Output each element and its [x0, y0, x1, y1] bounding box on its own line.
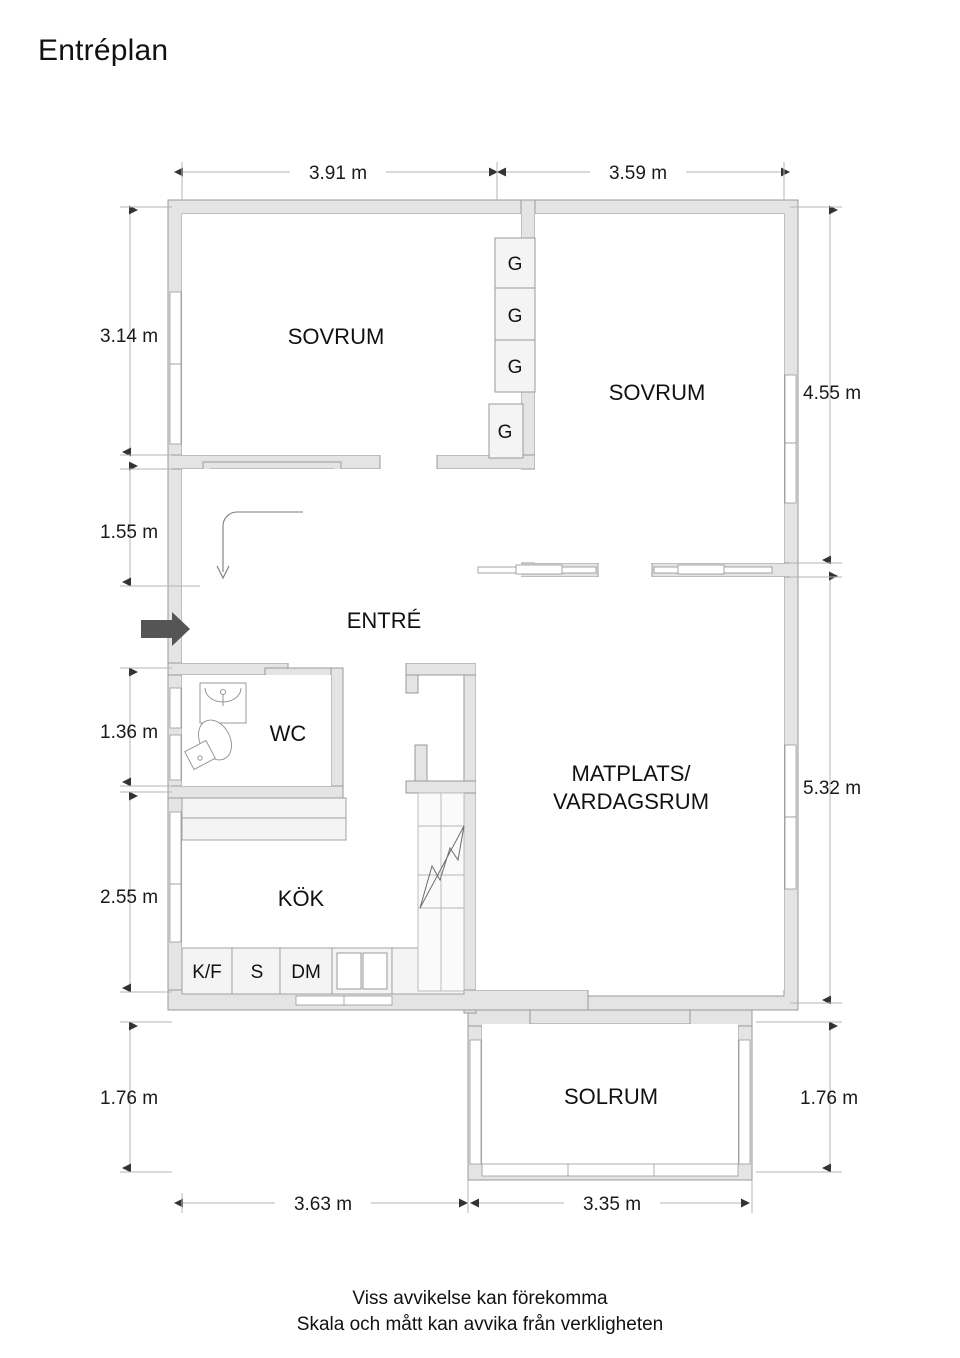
dim-label-bg-bottom-left [275, 1190, 371, 1216]
appliance-labels: K/F S DM [192, 962, 321, 983]
footer-line-2: Skala och mått kan avvika från verklighe… [296, 1314, 664, 1335]
staircase [417, 792, 465, 992]
windows [169, 291, 797, 1177]
wall-kitchen-living-divider [463, 662, 477, 1014]
wall-wc-right [330, 667, 344, 791]
closet-label-2: G [508, 306, 523, 327]
window-right-bedroom-b [784, 442, 797, 504]
room-label-vardagsrum: VARDAGSRUM [553, 789, 709, 814]
sliding-door-right-panel[interactable] [677, 564, 725, 575]
wall-solrum-left-stub [467, 1009, 531, 1027]
dim-label-bottom-left: 3.63 m [294, 1194, 352, 1215]
toilet-tank-icon [184, 739, 216, 771]
closet-label-1: G [508, 254, 523, 275]
room-label-wc: WC [270, 721, 307, 746]
wall-stair-top-stub [405, 674, 419, 694]
appliance-box-stove [231, 947, 281, 995]
appliance-box-fridge [181, 947, 233, 995]
room-label-sovrum-right: SOVRUM [609, 380, 706, 405]
dim-label-top-right: 3.59 m [609, 163, 667, 184]
appliance-label-dishwasher: DM [291, 962, 321, 983]
toilet-flush-icon [197, 755, 203, 761]
window-wc [169, 687, 182, 729]
closet-box-4[interactable] [488, 403, 524, 459]
window-living-a [784, 744, 797, 818]
floor-matplats [476, 577, 784, 990]
dim-label-right-1: 4.55 m [803, 383, 861, 404]
dim-label-bottom-right: 3.35 m [583, 1194, 641, 1215]
dim-label-top-left: 3.91 m [309, 163, 367, 184]
window-solrum-right [738, 1039, 751, 1165]
dim-label-left-2: 1.55 m [100, 522, 158, 543]
stair-break-icon [419, 825, 465, 909]
floor-solrum [482, 1024, 738, 1166]
wall-solrum-right-stub [689, 1009, 753, 1027]
kitchen-sink-basin-right-icon [362, 952, 388, 990]
appliance-box-dishwasher [279, 947, 333, 995]
window-kitchen-a [169, 811, 182, 885]
window-left-bedroom-a [169, 291, 182, 365]
kitchen-sink-basin-left-icon [336, 952, 362, 990]
footer-line-1: Viss avvikelse kan förekomma [352, 1288, 608, 1309]
window-left-bedroom-b [169, 363, 182, 445]
room-label-matplats: MATPLATS/ [572, 761, 692, 786]
kitchen-counter-lower [181, 817, 347, 841]
sliding-doors[interactable] [477, 564, 773, 575]
floor-sovrum-right [535, 214, 784, 563]
room-label-sovrum-left: SOVRUM [288, 324, 385, 349]
room-label-entre: ENTRÉ [347, 608, 422, 633]
floor-sovrum-left [182, 214, 521, 455]
dim-label-left-3: 1.36 m [100, 722, 158, 743]
closet-group[interactable] [488, 237, 536, 459]
room-label-kok: KÖK [278, 886, 325, 911]
dim-label-left-1: 3.14 m [100, 326, 158, 347]
dim-label-bg-top-left [290, 158, 386, 184]
window-solrum-left [469, 1039, 482, 1165]
dimension-labels: 3.91 m 3.59 m 3.14 m 1.55 m 1.36 m 2.55 … [100, 158, 861, 1216]
stair-down-arrow-icon [222, 511, 303, 572]
window-living-b [784, 816, 797, 890]
entry-arrow-group [141, 612, 190, 646]
closet-box-1[interactable] [494, 237, 536, 289]
kitchen-counter-upper [181, 797, 347, 819]
stair-down-arrowhead-icon [216, 565, 230, 580]
dim-label-bg-top-right [590, 158, 686, 184]
wall-stair-top [405, 662, 477, 676]
closet-box-3[interactable] [494, 339, 536, 393]
dim-label-right-2: 5.32 m [803, 778, 861, 799]
closet-label-3: G [508, 357, 523, 378]
wc-fixtures [184, 682, 247, 771]
sliding-door-left-panel[interactable] [515, 564, 563, 575]
appliance-label-fridge-freezer: K/F [192, 962, 222, 983]
dim-label-bg-bottom-right [564, 1190, 660, 1216]
closet-label-4: G [498, 422, 513, 443]
floor-entre [182, 469, 521, 663]
page-title: Entréplan [38, 34, 169, 67]
wall-wc-bottom [167, 785, 344, 799]
window-solrum-bottom [481, 1163, 739, 1177]
window-right-bedroom-a [784, 374, 797, 444]
wall-stair-mid [405, 780, 477, 794]
window-wc-b [169, 734, 182, 781]
entry-arrow-icon [141, 612, 190, 646]
dim-label-right-3: 1.76 m [800, 1088, 858, 1109]
dim-label-left-4: 2.55 m [100, 887, 158, 908]
window-kitchen-b [169, 883, 182, 943]
room-label-solrum: SOLRUM [564, 1084, 658, 1109]
appliance-label-stove: S [251, 962, 264, 983]
entry-closet-arrow [216, 511, 303, 580]
dim-label-left-5: 1.76 m [100, 1088, 158, 1109]
room-labels: SOVRUM SOVRUM ENTRÉ WC MATPLATS/ VARDAGS… [270, 324, 709, 1109]
closet-labels: G G G G [498, 254, 523, 443]
